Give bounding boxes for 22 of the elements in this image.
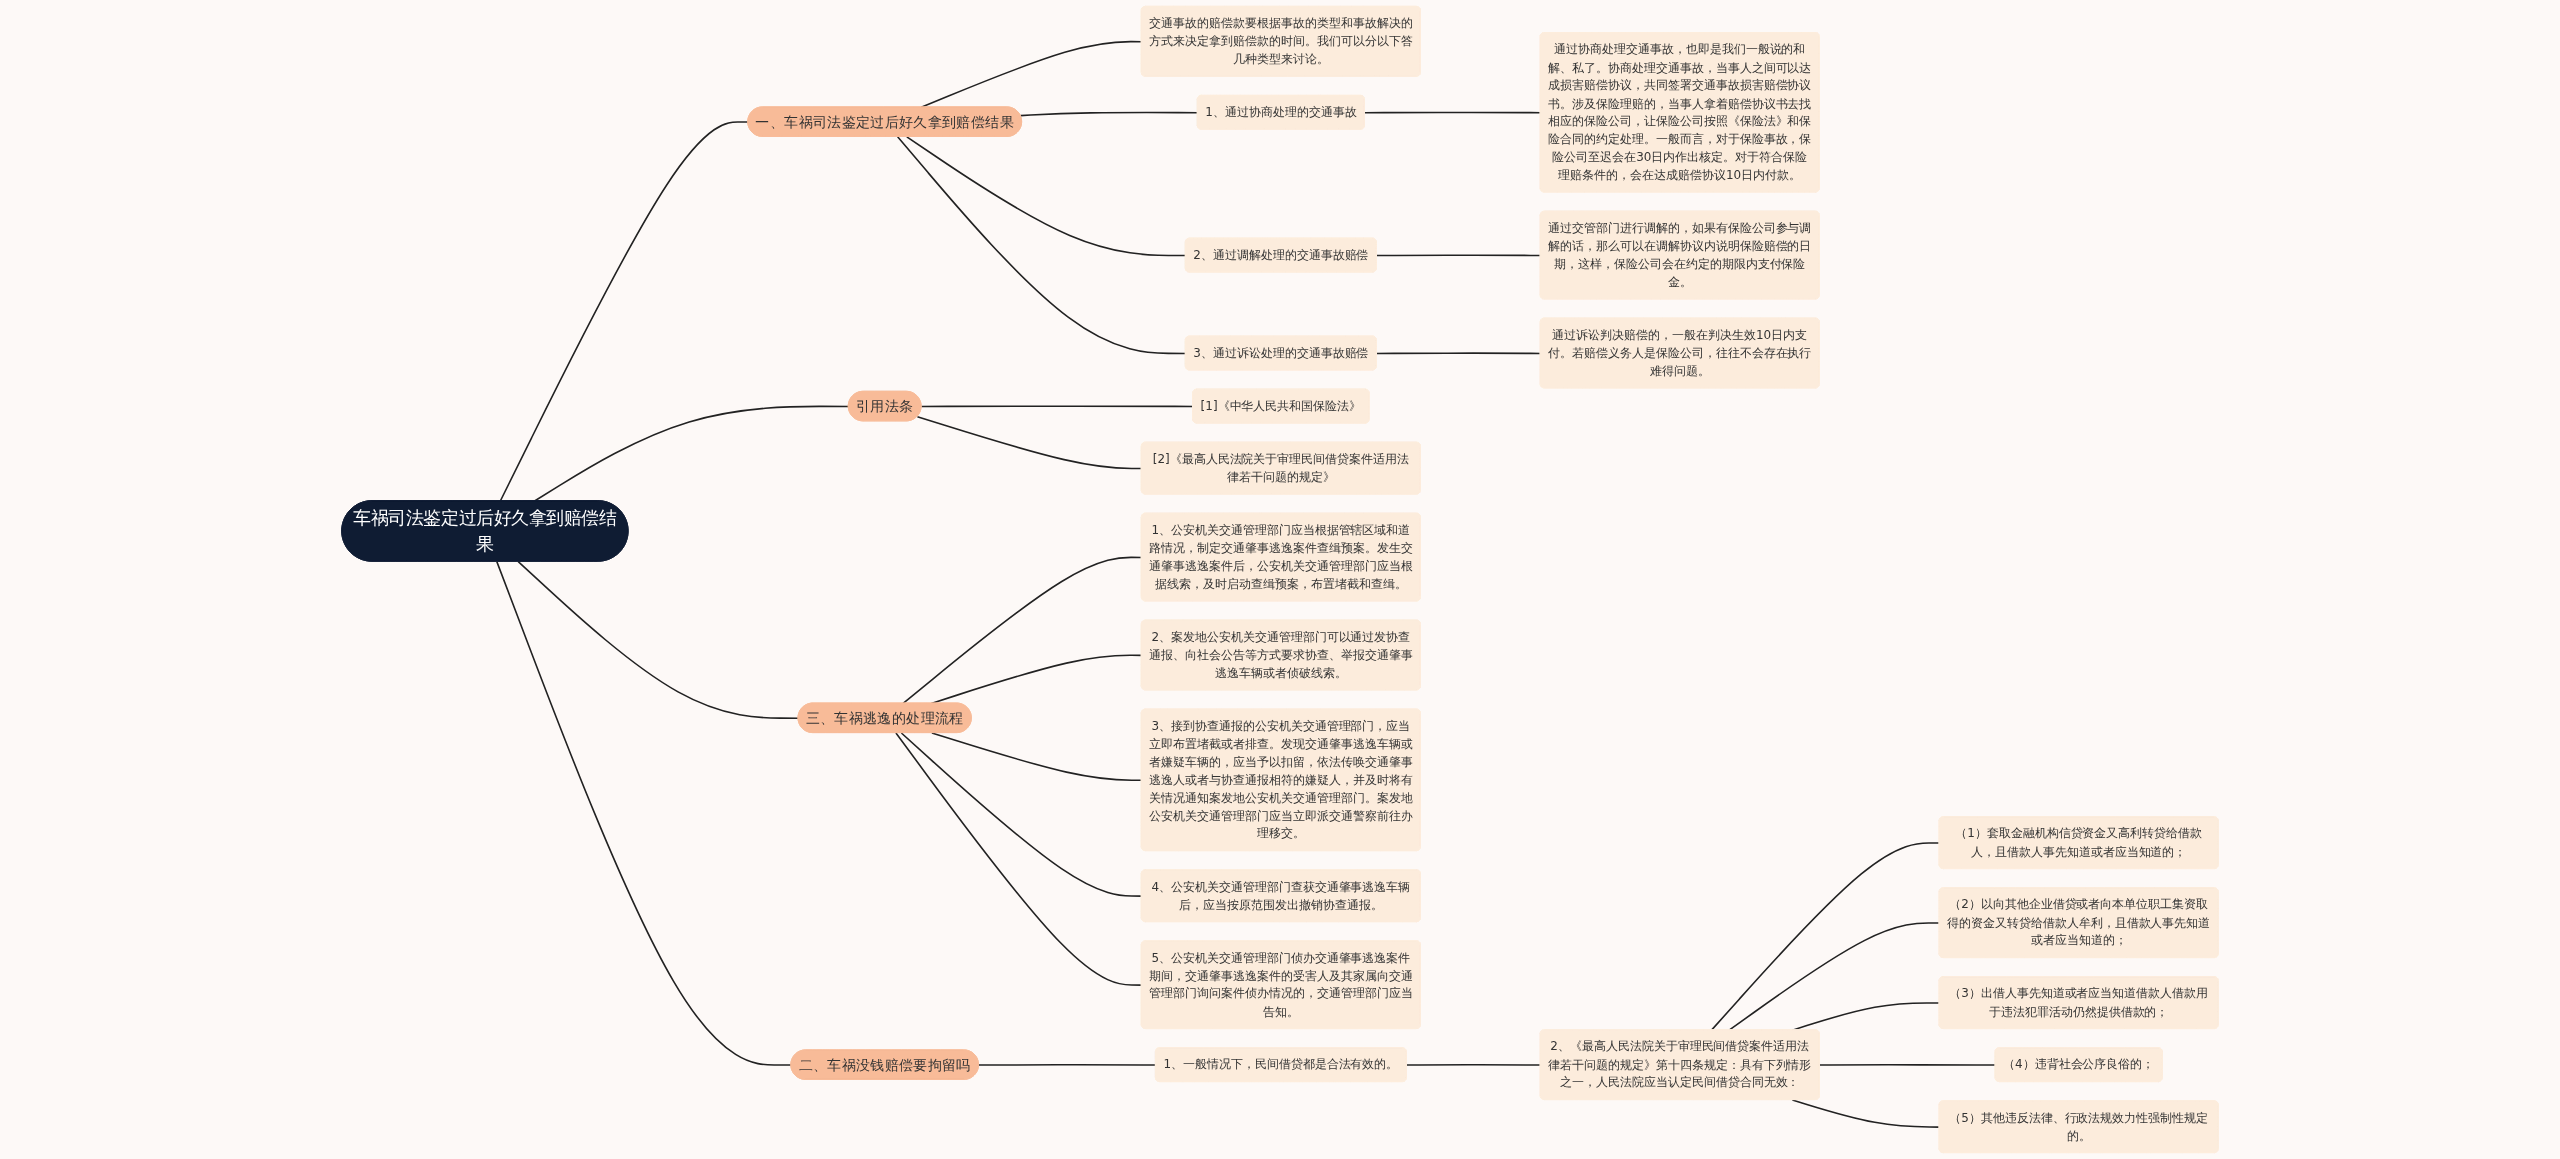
connector bbox=[1791, 1099, 1941, 1128]
connector bbox=[906, 136, 1187, 257]
connector bbox=[895, 732, 1143, 986]
connector bbox=[1819, 1064, 1997, 1066]
connector bbox=[920, 405, 1194, 408]
connector bbox=[1710, 842, 1941, 1031]
connector bbox=[1376, 254, 1542, 257]
connector bbox=[916, 415, 1143, 470]
connector bbox=[1405, 1064, 1542, 1066]
connector bbox=[517, 560, 800, 719]
connector bbox=[1376, 352, 1542, 355]
connector bbox=[1728, 922, 1941, 1031]
connector bbox=[496, 560, 793, 1066]
connector bbox=[900, 732, 1143, 897]
connector bbox=[978, 1064, 1157, 1066]
connector bbox=[533, 405, 850, 502]
connector bbox=[499, 121, 749, 502]
connector bbox=[896, 136, 1187, 355]
connector bbox=[902, 556, 1143, 705]
connector bbox=[1364, 111, 1542, 114]
connector bbox=[1019, 111, 1199, 117]
connector bbox=[931, 732, 1143, 782]
